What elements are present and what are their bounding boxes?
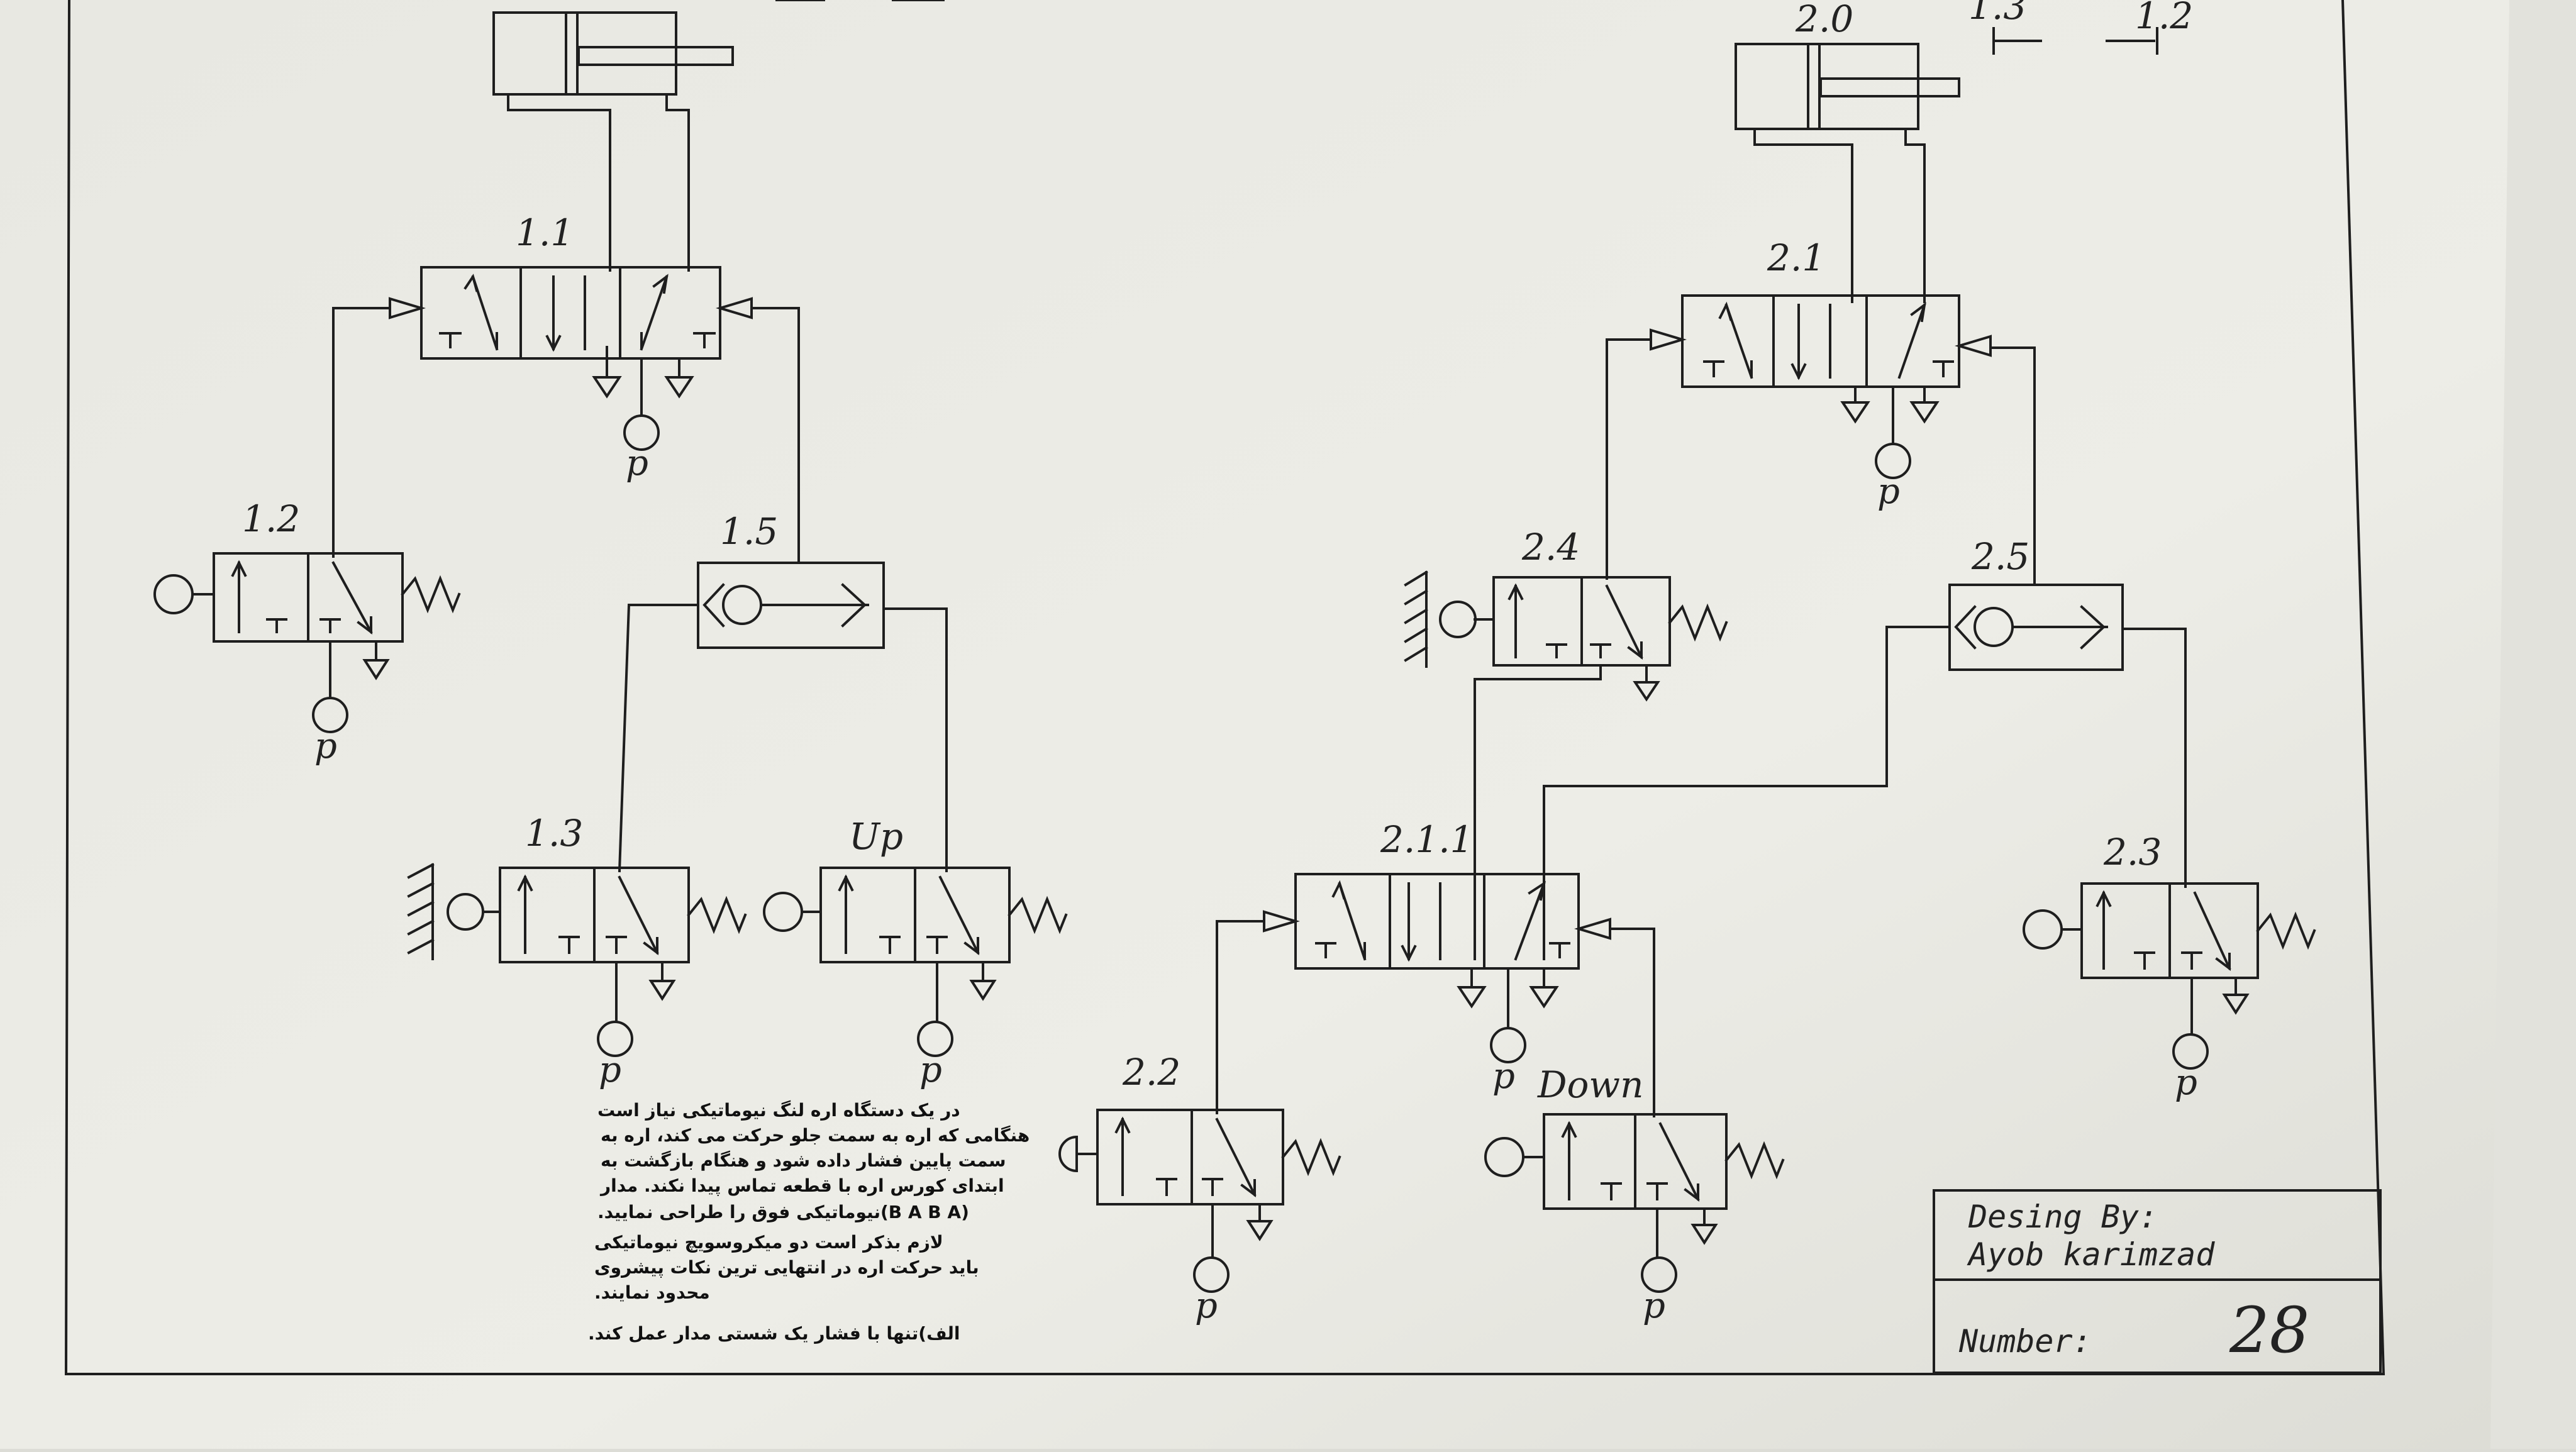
pressure-source-2-2	[1193, 1256, 1230, 1293]
p-label-2-3: p	[2175, 1062, 2197, 1103]
line-cyl2-a	[1753, 128, 1853, 303]
pressure-source-2-1	[1875, 443, 1911, 479]
problem-line-6: لازم بذکر است دو میکروسویچ نیوماتیکی	[594, 1232, 943, 1253]
valve-up	[763, 867, 1068, 963]
label-valve-2-5: 2.5	[1971, 535, 2029, 578]
frame-left-border	[64, 0, 71, 1376]
valve-2-1	[1650, 294, 1992, 388]
line-cyl2-b	[1904, 128, 1926, 303]
label-valve-2-4: 2.4	[1521, 526, 1580, 568]
line-cyl1-a	[507, 93, 611, 272]
problem-line-4: ابتدای کورس اره با قطعه تماس پیدا نکند. …	[599, 1175, 1004, 1196]
p-label-2-2: p	[1195, 1285, 1218, 1326]
title-block	[1933, 1189, 2382, 1374]
label-cylinder-2: 2.0	[1795, 0, 1853, 40]
line-2-3-to-2-5	[2121, 628, 2187, 888]
p-label-1-3: p	[599, 1050, 621, 1090]
p-label-2-1: p	[1877, 471, 1900, 512]
line-cyl1-b	[665, 93, 690, 272]
problem-statement: در یک دستگاه اره لنگ نیوماتیکی نیاز است …	[588, 1100, 1030, 1344]
label-valve-1-2: 1.2	[242, 497, 300, 540]
problem-line-8: محدود نمایند.	[594, 1282, 710, 1303]
line-2-2-to-2-1-1	[1216, 920, 1265, 1114]
pressure-source-down	[1641, 1256, 1677, 1293]
line-2-4-to-2-1-1	[1474, 664, 1602, 960]
line-2-1-1-to-2-5	[1543, 626, 1951, 960]
p-label-up: p	[919, 1050, 942, 1090]
p-label-2-1-1: p	[1492, 1056, 1515, 1097]
valve-2-4	[1404, 570, 1728, 668]
exhaust-2-1-b	[1909, 401, 1940, 424]
problem-line-1: در یک دستگاه اره لنگ نیوماتیکی نیاز است	[597, 1100, 960, 1121]
exhaust-2-1-1-a	[1457, 986, 1487, 1009]
label-valve-1-5: 1.5	[720, 510, 778, 553]
exhaust-2-1-1-b	[1529, 986, 1559, 1009]
exhaust-2-3	[2222, 994, 2250, 1015]
label-valve-2-1: 2.1	[1767, 236, 1825, 279]
title-designer-name: Ayob karimzad	[1967, 1236, 2215, 1273]
cylinder-2	[1735, 43, 1960, 130]
exhaust-down	[1690, 1224, 1718, 1245]
line-1-3-to-1-5	[618, 604, 699, 873]
valve-2-1-1	[1263, 873, 1611, 970]
cylinder-1	[492, 11, 734, 96]
valve-2-3	[2023, 882, 2316, 979]
exhaust-2-1-a	[1840, 401, 1870, 424]
label-dim-1-3: 1.3	[1968, 0, 2026, 28]
exhaust-up	[969, 980, 997, 1001]
valve-1-3	[407, 863, 747, 963]
label-valve-1-1: 1.1	[516, 211, 574, 254]
problem-line-3: سمت پایین فشار داده شود و هنگام بازگشت ب…	[601, 1150, 1006, 1171]
p-label-1-2: p	[314, 726, 337, 767]
label-valve-2-1-1: 2.1.1	[1380, 818, 1474, 861]
exhaust-2-4	[1633, 681, 1660, 702]
label-valve-2-2: 2.2	[1122, 1051, 1180, 1094]
title-designed-by-label: Desing By:	[1968, 1199, 2158, 1235]
label-dim-1-2: 1.2	[2135, 0, 2193, 37]
line-2-5-to-2-1	[1989, 346, 2036, 586]
pressure-source-1-1	[623, 414, 660, 451]
valve-2-2	[1058, 1109, 1341, 1205]
problem-line-2: هنگامی که اره به سمت جلو حرکت می کند، ار…	[601, 1125, 1030, 1146]
title-number-value: 28	[2229, 1294, 2309, 1367]
p-label-1-1: p	[626, 443, 648, 484]
exhaust-1-1-b	[664, 376, 694, 399]
title-number-label: Number:	[1958, 1323, 2092, 1360]
exhaust-1-2	[362, 659, 390, 680]
problem-line-9: الف)تنها با فشار یک شستی مدار عمل کند.	[588, 1323, 960, 1344]
p-label-down: p	[1643, 1285, 1665, 1326]
pressure-source-1-2	[312, 697, 348, 733]
pressure-source-2-3	[2172, 1033, 2209, 1070]
line-2-4-to-2-1	[1606, 338, 1652, 580]
exhaust-2-2	[1246, 1220, 1274, 1241]
line-up-to-1-5	[882, 607, 948, 872]
paper-edge	[2490, 0, 2576, 1449]
label-valve-up: Up	[849, 815, 903, 858]
pressure-source-2-1-1	[1490, 1027, 1526, 1063]
pressure-source-up	[917, 1021, 953, 1057]
valve-1-2	[153, 552, 461, 643]
problem-line-5: (B A B A)نیوماتیکی فوق را طراحی نمایید.	[597, 1202, 969, 1222]
exhaust-1-1-a	[592, 376, 622, 399]
problem-line-7: باید حرکت اره در انتهایی ترین نکات پیشرو…	[594, 1257, 979, 1278]
exhaust-1-3	[648, 980, 676, 1001]
valve-down	[1484, 1113, 1785, 1210]
line-down-to-2-1-1	[1609, 928, 1655, 1117]
frame-right-border	[2341, 0, 2385, 1376]
pressure-source-1-3	[597, 1021, 633, 1057]
line-1-2-to-1-1	[332, 307, 391, 558]
line-1-5-to-1-1	[750, 307, 800, 564]
label-valve-2-3: 2.3	[2103, 831, 2162, 873]
label-valve-down: Down	[1537, 1063, 1643, 1106]
label-valve-1-3: 1.3	[525, 812, 583, 855]
